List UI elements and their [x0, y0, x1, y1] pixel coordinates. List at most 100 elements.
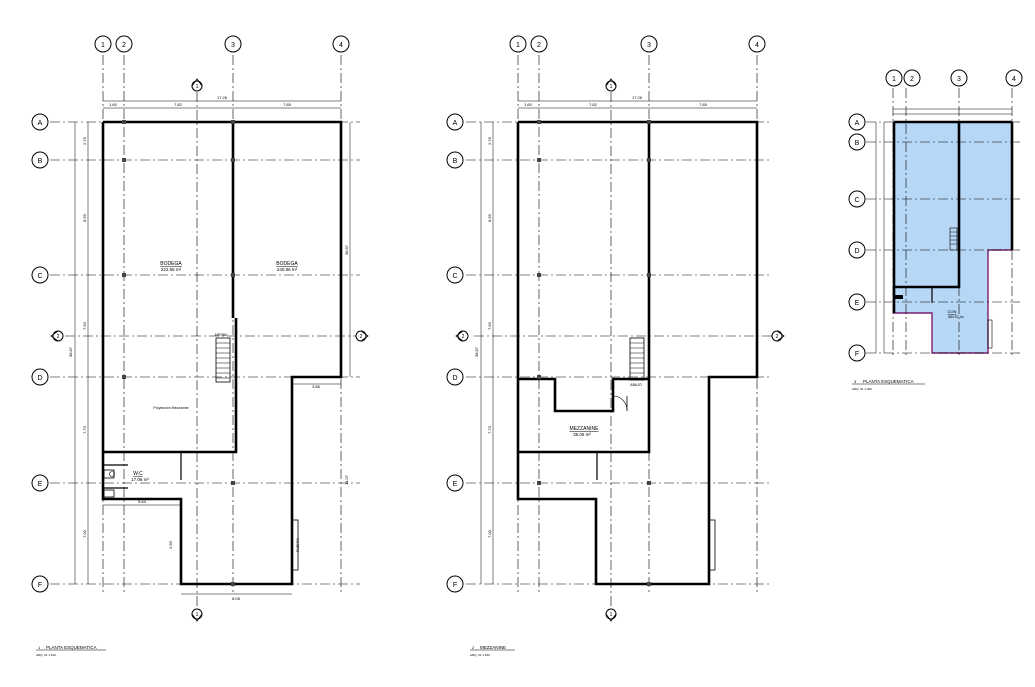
plan-3-area-label: CON	[948, 309, 957, 314]
plan-1-bubble-4: 4	[339, 42, 343, 49]
plan-1-dim-top-1: 1.60	[109, 102, 118, 107]
plan-1-section-marks: 1 1 2 2	[50, 78, 369, 622]
plan-2-dim-top-1: 1.60	[524, 102, 533, 107]
plan-1-dim-left-1: 2.76	[82, 136, 87, 145]
plan-2-stair	[629, 337, 645, 381]
plan-3-title: PLANTA ESQUEMATICA	[863, 379, 914, 384]
plan-3-title-block: 3 PLANTA ESQUEMATICA ARQ. 01 1:300	[852, 379, 925, 391]
plan-2-section-left: 2	[462, 334, 465, 340]
plan-1-room-bodega-left-area: 222.55 m²	[161, 267, 182, 272]
plan-1-title-block: 1 PLANTA ESQUEMATICA ARQ. 01 1:100	[36, 645, 106, 657]
plan-1-section-left: 2	[57, 334, 60, 340]
plan-2-bubble-C: C	[452, 273, 457, 280]
plan-1-dim-left-5: 7.00	[82, 529, 87, 538]
plan-2-section-marks: 1 1 2 2	[455, 78, 785, 622]
plan-3-area-diagram: CON 583.57 m² 1 2 3 4 A B C D E F 3 PLAN…	[848, 69, 1023, 391]
plan-2-columns	[537, 120, 651, 586]
plan-3-scale: ARQ. 01 1:300	[852, 387, 872, 391]
plan-1-dim-top-total: 17.26	[217, 95, 228, 100]
plan-1-dim-corridor: 5.64	[138, 499, 147, 504]
plan-3-bubble-D: D	[854, 248, 859, 255]
plan-1-bubble-3: 3	[231, 42, 235, 49]
plan-1-walls	[101, 120, 343, 586]
plan-2-bubble-B: B	[453, 158, 458, 165]
plan-3-bubble-F: F	[855, 351, 859, 358]
plan-2-dimension-lines	[480, 100, 757, 584]
plan-1-door-label: PUERTA	[296, 537, 300, 552]
plan-1-dim-left-4: 7.73	[82, 425, 87, 434]
plan-1-room-bodega-left: BODEGA	[160, 261, 182, 267]
plan-3-title-number: 3	[854, 379, 857, 384]
plan-2-bubble-E: E	[453, 481, 458, 488]
plan-3-bubble-A: A	[855, 120, 860, 127]
plan-2-dim-left-1: 2.76	[487, 136, 492, 145]
plan-2-scale: ARQ. 01 1:100	[470, 653, 490, 657]
plan-1-scale: ARQ. 01 1:100	[36, 653, 56, 657]
plan-2-bubble-F: F	[453, 582, 457, 589]
plan-2-dim-top-2: 7.82	[589, 102, 598, 107]
plan-3-walls	[875, 108, 1014, 353]
plan-1-grid-bubbles: 1 2 3 4 A B C D E F	[31, 35, 350, 593]
plan-3-bubble-4: 4	[1012, 76, 1016, 83]
plan-2-stair-label: ABAJO	[630, 383, 642, 387]
plan-2-dim-top-3: 7.85	[699, 102, 708, 107]
plan-2-section-top: 1	[610, 84, 613, 90]
plan-3-bubble-2: 2	[910, 76, 914, 83]
plan-1-mezz-note: Proyeccion Mezzanine	[153, 406, 188, 410]
plan-2-bubble-A: A	[453, 120, 458, 127]
plan-1-room-bodega-right: BODEGA	[276, 261, 298, 267]
plan-1-section-right: 2	[360, 334, 363, 340]
plan-1-dim-left-2: 8.99	[82, 213, 87, 222]
plan-2-dim-left-2: 8.99	[487, 213, 492, 222]
plan-1-bubble-1: 1	[101, 42, 105, 49]
plan-1-section-bottom: 1	[196, 612, 199, 618]
plan-1-title-number: 1	[38, 645, 41, 650]
plan-2-bubble-1: 1	[516, 42, 520, 49]
plan-2-dim-left-4: 7.73	[487, 425, 492, 434]
plan-2-dim-top-total: 17.26	[632, 95, 643, 100]
plan-2-dim-left-3: 7.60	[487, 321, 492, 330]
plan-2-bubble-2: 2	[537, 42, 541, 49]
plan-1-dim-step: 3.86	[312, 384, 321, 389]
plan-1-section-top: 1	[196, 84, 199, 90]
plan-1-dim-top-3: 7.85	[283, 102, 292, 107]
plan-1-dim-right-total: 38.87	[344, 244, 349, 255]
plan-2-room-label: MEZZANINE	[570, 426, 600, 432]
plan-2-title-number: 2	[472, 645, 475, 650]
plan-1-dim-top-2: 7.82	[174, 102, 183, 107]
plan-1-wc-area: 17.06 m²	[131, 477, 149, 482]
plan-3-bubble-B: B	[855, 140, 860, 147]
plan-1-bubble-B: B	[38, 158, 43, 165]
plan-1-dim-bottom: 8.08	[232, 596, 241, 601]
plan-2-grid-bubbles: 1 2 3 4 A B C D E F	[446, 35, 766, 593]
plan-1-bubble-A: A	[38, 120, 43, 127]
plan-1-floor-plan: 17.26 1.60 7.82 7.85 38.87 2.76 8.99 7.6…	[31, 35, 369, 657]
plan-2-section-bottom: 1	[610, 612, 613, 618]
plan-1-grid-lines	[50, 55, 360, 610]
plan-3-bubble-1: 1	[892, 76, 896, 83]
plan-2-title-block: 2 MEZZANINE ARQ. 01 1:100	[470, 645, 515, 657]
plan-2-bubble-3: 3	[647, 42, 651, 49]
plan-3-bubble-E: E	[855, 300, 860, 307]
plan-2-bubble-4: 4	[755, 42, 759, 49]
plan-1-dim-wc: 2.90	[168, 540, 173, 549]
plan-1-stair	[215, 337, 231, 383]
plan-1-bubble-C: C	[37, 273, 42, 280]
plan-1-wc-label: W.C	[133, 471, 143, 477]
plan-2-bubble-D: D	[452, 375, 457, 382]
plan-2-walls	[516, 120, 759, 586]
plan-1-bubble-D: D	[37, 375, 42, 382]
plan-2-dim-left-5: 7.00	[487, 529, 492, 538]
plan-1-bubble-F: F	[38, 582, 42, 589]
plan-1-wc-fixtures	[103, 469, 115, 498]
plan-1-room-bodega-right-area: 240.96 m²	[277, 267, 298, 272]
plan-2-title: MEZZANINE	[480, 645, 506, 650]
plan-3-area-value: 583.57 m²	[948, 315, 965, 319]
plan-1-dim-left-total: 38.87	[68, 346, 73, 357]
plan-1-stair-label: ARRIBA	[214, 333, 228, 337]
plan-3-bubble-3: 3	[957, 76, 961, 83]
plan-2-grid-lines	[466, 55, 772, 610]
plan-2-dim-left-total: 38.87	[474, 346, 479, 357]
plan-3-grid-bubbles: 1 2 3 4 A B C D E F	[848, 69, 1023, 362]
plan-2-room-area: 35.05 m²	[573, 432, 591, 437]
